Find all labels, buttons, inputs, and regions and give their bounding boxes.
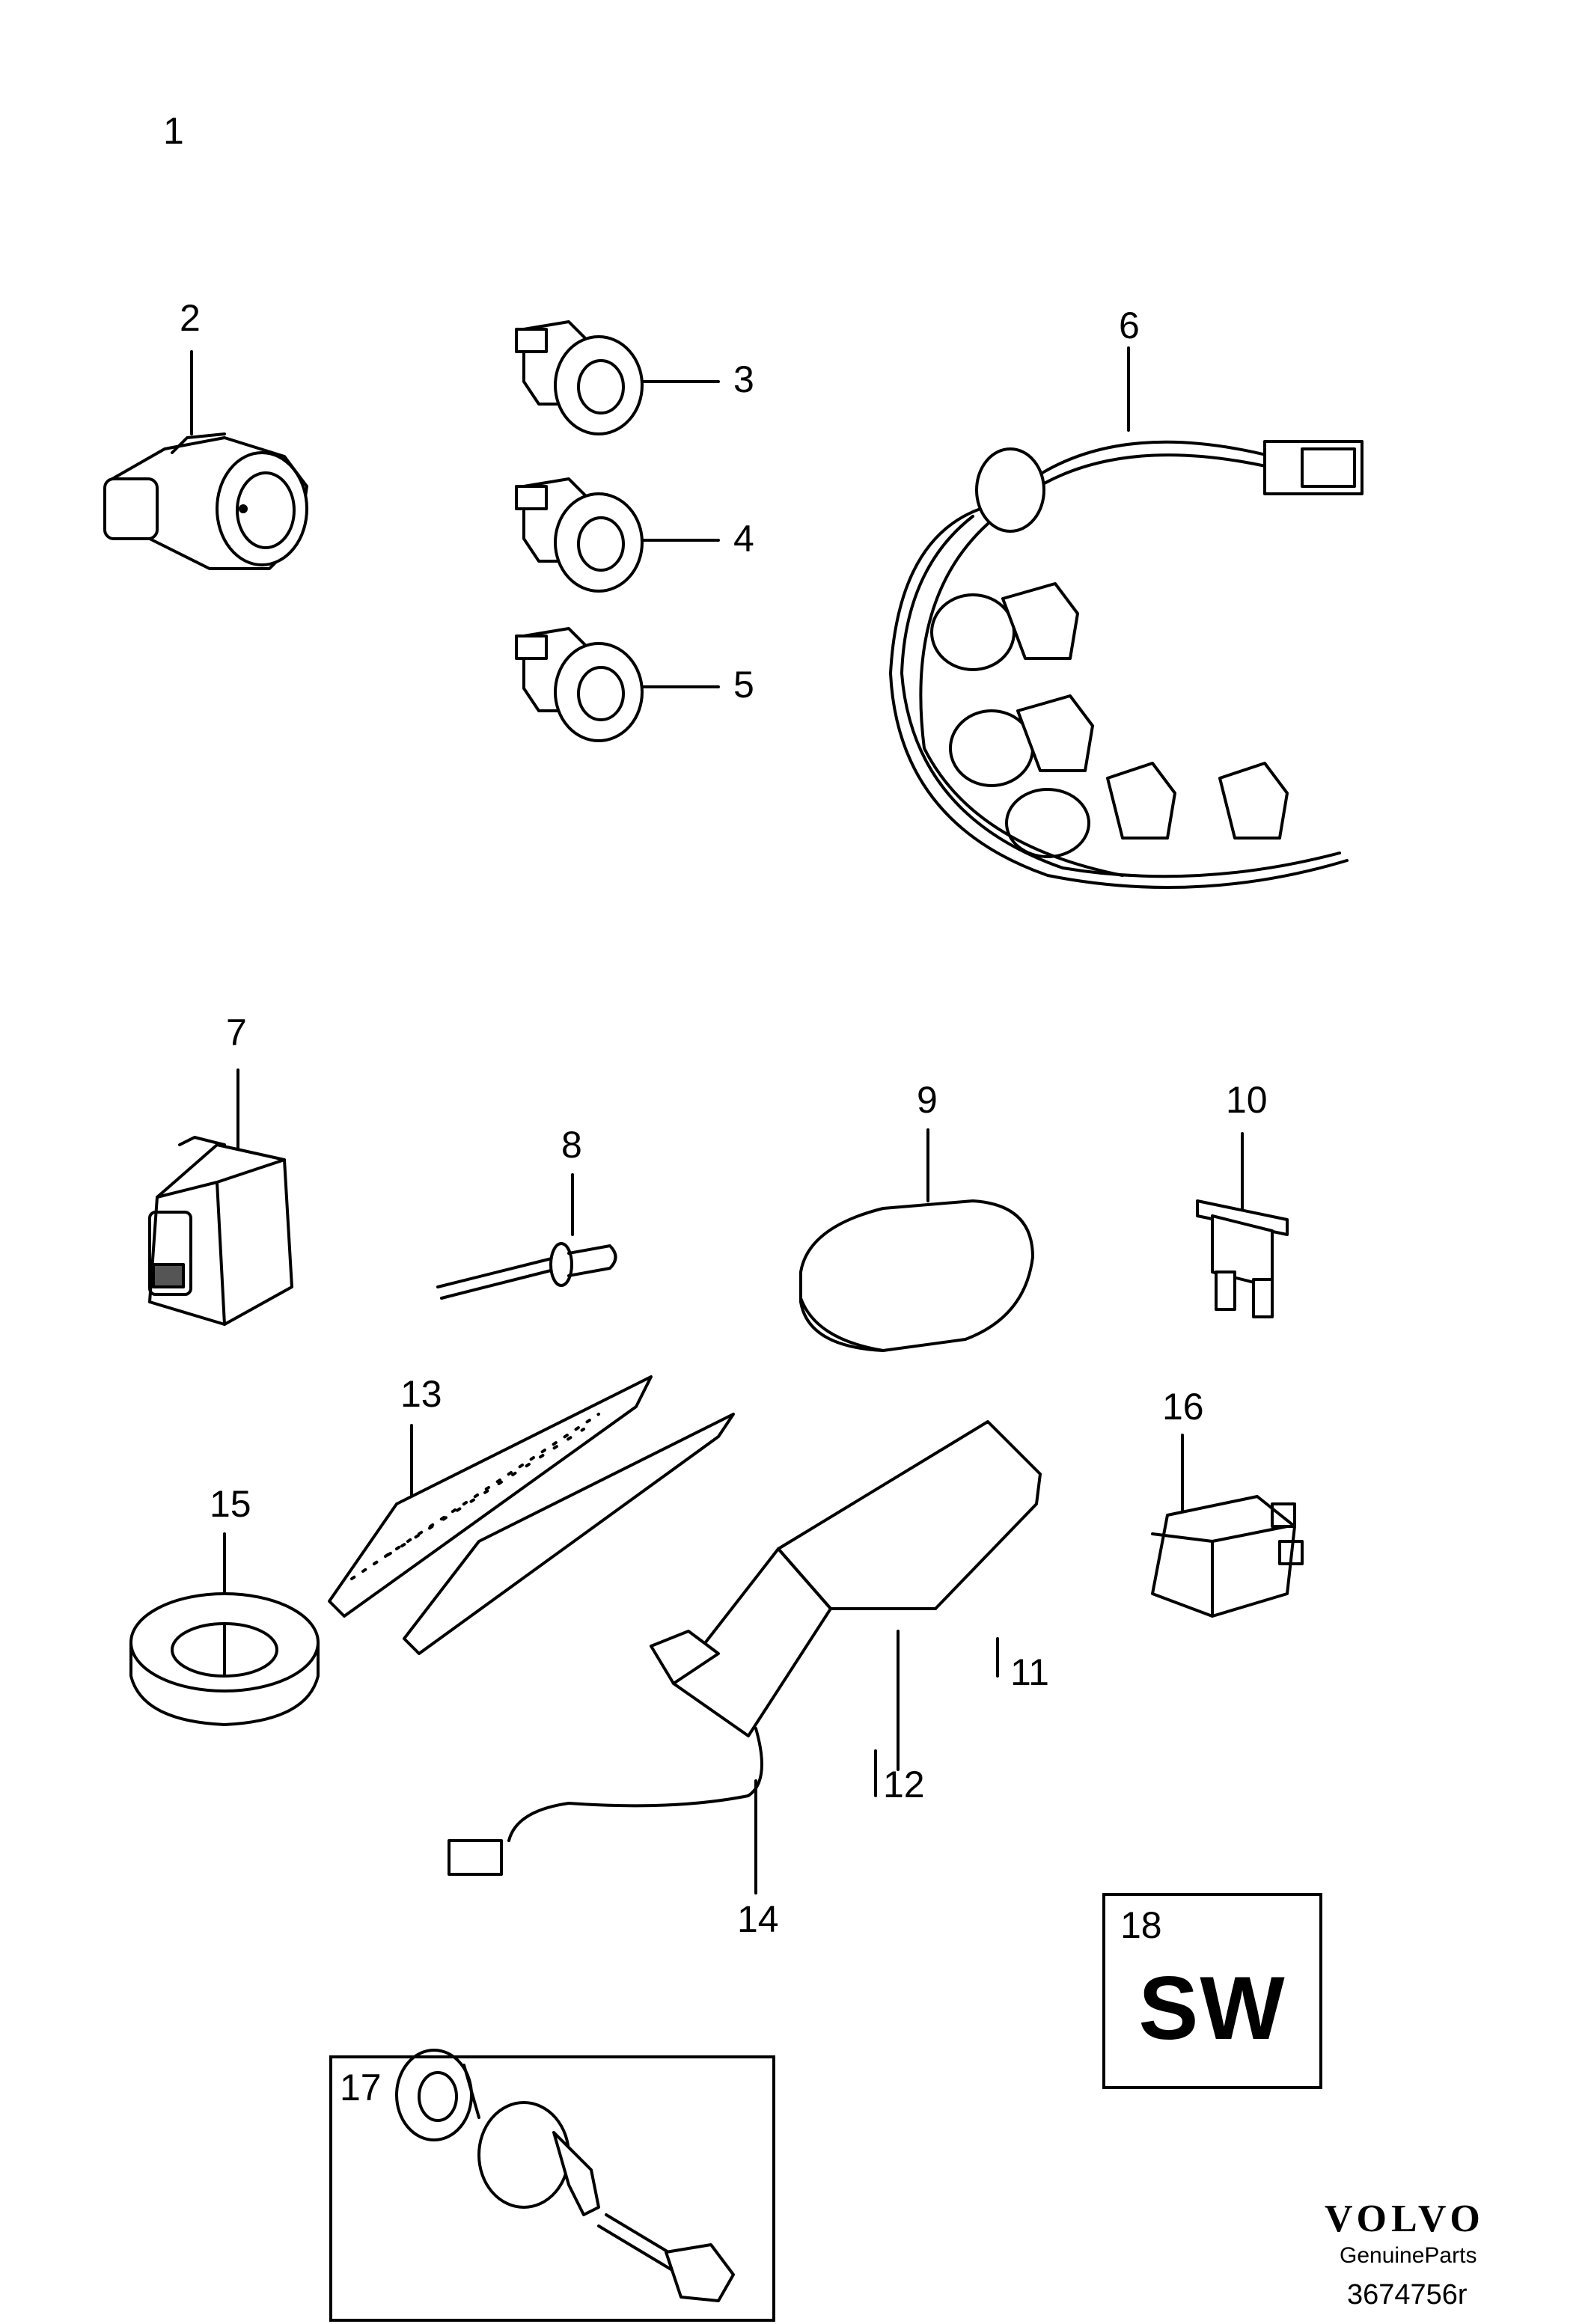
callout-10: 10 (1226, 1079, 1268, 1121)
callout-1: 1 (163, 110, 184, 152)
callout-9: 9 (917, 1079, 938, 1121)
callout-17: 17 (340, 2067, 382, 2109)
relay-part (1151, 1434, 1304, 1618)
brand-logo: VOLVO (1325, 2198, 1485, 2240)
callout-15: 15 (210, 1483, 251, 1525)
callout-16: 16 (1162, 1386, 1204, 1428)
callout-11: 11 (1010, 1651, 1049, 1693)
callout-4: 4 (733, 518, 754, 560)
mounting-kit-box: 17 (329, 2055, 775, 2322)
callout-14: 14 (737, 1898, 779, 1940)
fuse-part (1196, 1132, 1289, 1318)
mounting-kit-contents (395, 2049, 735, 2302)
callout-12: 12 (883, 1764, 925, 1805)
software-box: 18 SW (1102, 1893, 1322, 2089)
wiring-harness (889, 346, 1364, 889)
control-module-part (448, 1420, 1042, 1895)
adhesive-pad-part (799, 1128, 1034, 1352)
callout-8: 8 (561, 1124, 582, 1166)
diagram-reference: 3674756r (1347, 2279, 1468, 2311)
switch-part (148, 1068, 293, 1326)
sensor-holder-4 (515, 477, 720, 593)
sensor-holder-3 (515, 320, 720, 435)
sensor-holder-5 (515, 627, 720, 742)
parking-sensor-part (103, 350, 308, 570)
callout-7: 7 (226, 1012, 247, 1054)
callout-6: 6 (1119, 305, 1140, 346)
tape-roll-part (129, 1532, 320, 1726)
callout-5: 5 (733, 664, 754, 706)
software-label: SW (1138, 1958, 1286, 2058)
callout-3: 3 (733, 358, 754, 400)
adhesive-strips-part (328, 1375, 735, 1655)
rivet-part (436, 1173, 617, 1300)
callout-13: 13 (400, 1373, 442, 1415)
callout-2: 2 (180, 297, 201, 339)
brand-subtitle: GenuineParts (1340, 2243, 1477, 2268)
callout-18: 18 (1120, 1904, 1162, 1946)
